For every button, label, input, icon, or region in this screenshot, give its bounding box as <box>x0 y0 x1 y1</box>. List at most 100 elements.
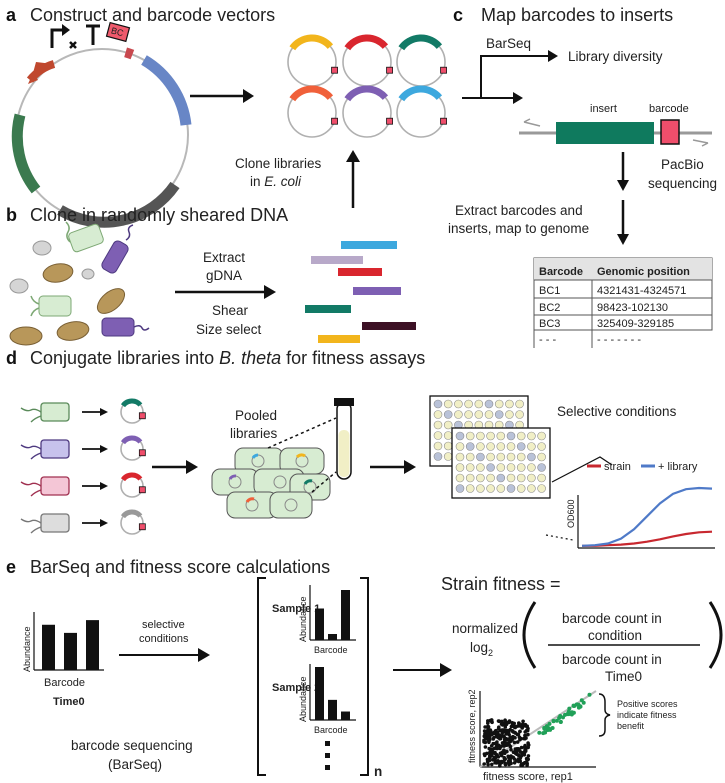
scatter-point <box>503 762 508 767</box>
scatter-point <box>482 762 487 766</box>
scatter-point <box>511 730 516 734</box>
well-plate-front <box>451 427 551 499</box>
scatter-point <box>517 735 522 739</box>
curve-library <box>581 486 713 547</box>
denominator-1: barcode count in <box>562 652 662 667</box>
growth-curve-chart: OD600 strain + library <box>566 461 715 549</box>
barcode-axis-label: Barcode <box>314 645 348 655</box>
library-plasmid-4 <box>287 85 338 138</box>
libraries-label: libraries <box>230 426 278 441</box>
sample1-bar-1 <box>315 608 324 640</box>
shear-label: Shear <box>212 303 249 318</box>
log-label: log2 <box>470 640 493 658</box>
ellipsis-dot <box>325 753 330 758</box>
barcode-axis-label: Barcode <box>44 677 85 689</box>
library-plasmid-2 <box>342 34 393 87</box>
numerator-2: condition <box>588 628 642 643</box>
vector-plasmid: BC <box>11 21 192 228</box>
library-plasmid-6 <box>396 85 447 138</box>
scatter-point <box>511 750 516 754</box>
arrow-e-selective <box>198 648 210 662</box>
scatter-point <box>526 741 530 745</box>
matrix-bracket-left <box>257 577 266 776</box>
scatter-point <box>500 734 505 738</box>
arrow-b-shear <box>264 285 276 299</box>
arrow-fragments-up <box>346 150 360 162</box>
sample2-label: Sample 2 <box>272 682 320 694</box>
library-diversity-label: Library diversity <box>568 49 663 64</box>
barcode-table: Barcode Genomic position BC1 4321431-432… <box>533 257 713 346</box>
conjugation-rows <box>20 398 146 535</box>
pacbio-label: PacBio <box>661 157 704 172</box>
conjugation-row-1 <box>20 398 146 424</box>
scatter-point <box>483 740 488 745</box>
extract-label: Extract <box>203 250 245 265</box>
panel-a-letter: a <box>6 5 17 25</box>
scatter-point <box>503 718 507 722</box>
pooled-cells <box>211 447 331 519</box>
sample1-bar-3 <box>341 590 350 640</box>
scatter-point <box>483 745 488 749</box>
scatter-point-positive <box>543 726 548 730</box>
curve-strain <box>582 530 713 547</box>
barcode-block <box>660 119 680 145</box>
scatter-point <box>491 758 495 762</box>
matrix-n-label: n <box>374 764 382 779</box>
scatter-point <box>506 754 511 759</box>
scatter-point <box>496 726 501 731</box>
scatter-point <box>486 725 491 729</box>
insert-label: insert <box>590 103 617 115</box>
panel-c-title: Map barcodes to inserts <box>481 5 673 25</box>
scatter-point <box>490 762 494 767</box>
inserts-map-label: inserts, map to genome <box>448 221 589 236</box>
clone-libraries-caption: Clone libraries <box>235 156 322 171</box>
sheared-fragments <box>305 241 416 343</box>
strain-fitness-label: Strain fitness = <box>441 574 561 594</box>
conjugation-plasmid-1 <box>120 398 146 424</box>
panel-d-title: Conjugate libraries into B. theta for fi… <box>30 348 425 368</box>
positive-scores-1: Positive scores <box>617 699 678 709</box>
scatter-point <box>494 755 498 760</box>
scatter-point-positive <box>567 706 572 711</box>
scatter-xlabel: fitness score, rep1 <box>483 771 573 783</box>
scatter-point <box>509 754 513 758</box>
scatter-point <box>524 759 529 764</box>
scatter-point <box>526 754 531 758</box>
table-cell: BC3 <box>539 318 560 330</box>
arrow-c-down-1 <box>617 180 629 191</box>
scatter-point <box>520 726 524 730</box>
scatter-point <box>487 755 492 760</box>
scatter-point <box>483 725 487 729</box>
barseq-label: BarSeq <box>486 36 531 51</box>
time0-bar-3 <box>86 620 99 670</box>
scatter-point <box>489 744 494 748</box>
scatter-point <box>509 724 514 729</box>
scatter-point <box>488 729 493 733</box>
scatter-point <box>502 759 506 763</box>
time0-label: Time0 <box>53 696 85 708</box>
scatter-point <box>496 743 500 748</box>
sample1-barchart: Abundance Barcode <box>298 585 356 655</box>
scatter-point <box>515 740 520 744</box>
normalized-label: normalized <box>452 621 518 636</box>
scatter-point <box>499 728 504 732</box>
time0-bar-2 <box>64 632 77 670</box>
paren-right <box>708 601 723 669</box>
panel-e-title: BarSeq and fitness score calculations <box>30 557 330 577</box>
legend-strain-label: strain <box>604 461 631 473</box>
scatter-point <box>498 736 503 741</box>
clone-libraries-caption-2: in E. coli <box>250 174 302 189</box>
scatter-point <box>518 756 523 760</box>
table-cell: 325409-329185 <box>597 318 674 330</box>
fitness-scatter: fitness score, rep2 fitness score, rep1 <box>467 689 597 783</box>
numerator-1: barcode count in <box>562 611 662 626</box>
scatter-point <box>525 763 529 768</box>
brace <box>598 693 611 737</box>
od600-label: OD600 <box>566 499 576 528</box>
scatter-point <box>499 722 504 726</box>
library-plasmids <box>287 34 447 138</box>
scatter-point <box>517 722 521 726</box>
table-cell: 4321431-4324571 <box>597 285 686 297</box>
extract-barcodes-label: Extract barcodes and <box>455 203 583 218</box>
